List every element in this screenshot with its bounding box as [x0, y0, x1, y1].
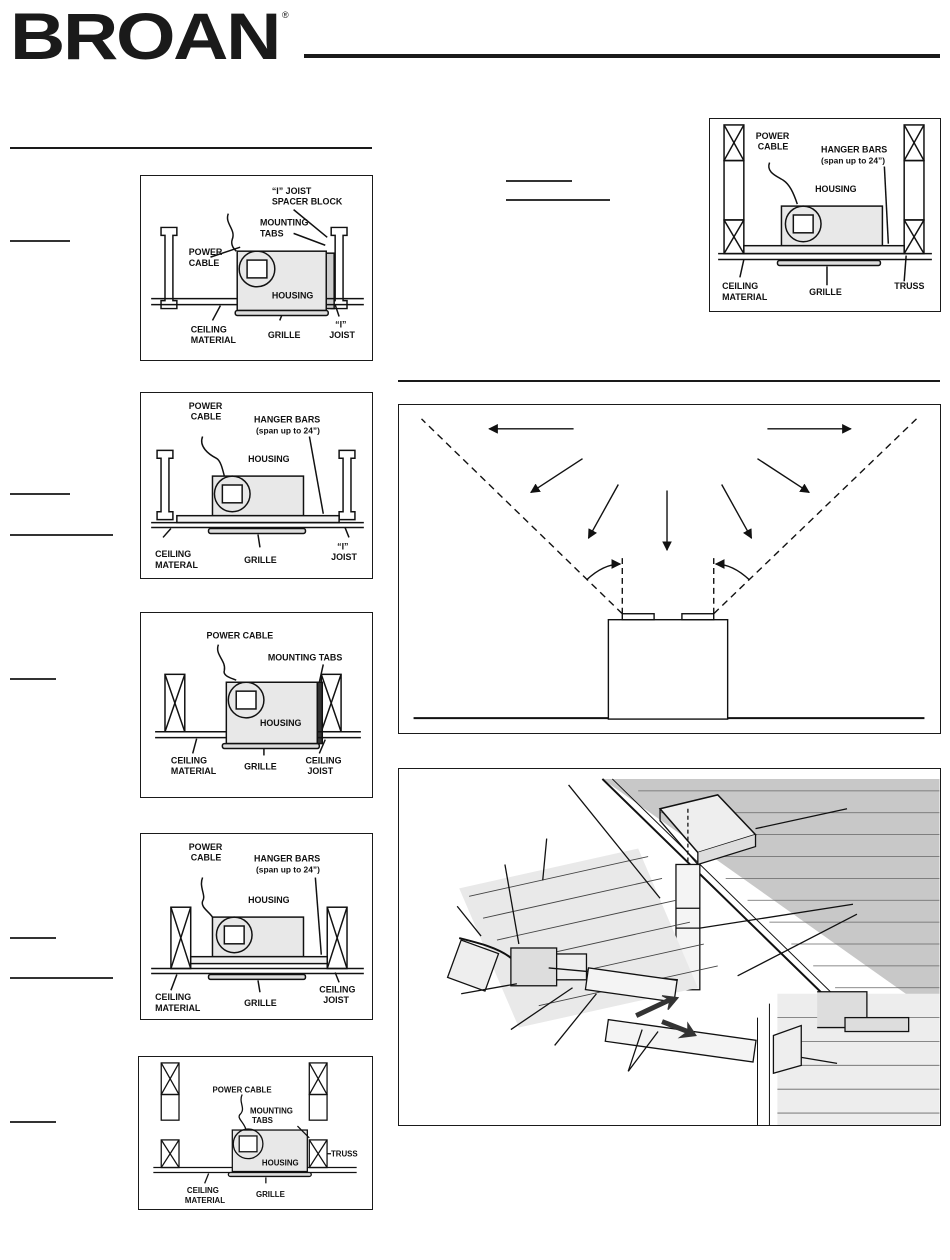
label-housing: HOUSING — [248, 454, 290, 464]
label-i-joist-1: “I” — [335, 319, 346, 329]
label-power-cable-1: POWER — [189, 401, 223, 411]
label-power-cable-1: POWER — [189, 247, 223, 257]
label-ceiling-material-1: CEILING — [722, 281, 758, 291]
header-rule — [304, 54, 940, 58]
label-power-cable-2: CABLE — [189, 258, 220, 268]
label-spacer-block-1: “I” JOIST — [272, 186, 312, 196]
label-power-cable-2: CABLE — [191, 412, 222, 422]
label-grille: GRILLE — [809, 287, 842, 297]
right-section-rule — [398, 380, 940, 382]
label-ceiling-material-2: MATERIAL — [155, 1003, 201, 1013]
label-hanger-bars-2: (span up to 24”) — [256, 426, 320, 436]
label-housing: HOUSING — [815, 184, 857, 194]
label-ceiling-material-2: MATERAL — [155, 560, 198, 570]
figure-i-joist-hanger-bars: POWER CABLE HANGER BARS (span up to 24”)… — [140, 392, 373, 579]
label-mounting-tabs: MOUNTING TABS — [268, 652, 342, 662]
label-mounting-tabs-2: TABS — [260, 228, 284, 238]
label-hanger-bars-2: (span up to 24”) — [256, 865, 320, 875]
figure-i-joist-mounting-tabs: POWER CABLE “I” JOIST SPACER BLOCK MOUNT… — [140, 175, 373, 361]
label-i-joist-1: “I” — [337, 541, 348, 551]
label-ceiling-material-1: CEILING — [171, 755, 207, 765]
figure-truss-hanger-bars: POWER CABLE HANGER BARS (span up to 24”)… — [709, 118, 941, 312]
label-ceiling-material-2: MATERIAL — [191, 335, 237, 345]
left-section-rule — [10, 147, 372, 149]
label-mounting-tabs-1: MOUNTING — [260, 217, 308, 227]
label-ceiling-joist-1: CEILING — [305, 755, 341, 765]
label-truss: TRUSS — [894, 281, 924, 291]
label-ceiling-joist-1: CEILING — [319, 984, 355, 994]
label-spacer-block-2: SPACER BLOCK — [272, 197, 343, 207]
label-power-cable: POWER CABLE — [213, 1086, 272, 1095]
underline-mark — [10, 937, 56, 939]
underline-mark — [10, 240, 70, 242]
label-ceiling-material-1: CEILING — [187, 1186, 219, 1195]
label-ceiling-joist-2: JOIST — [323, 995, 349, 1005]
label-housing: HOUSING — [272, 291, 314, 301]
label-ceiling-material-2: MATERIAL — [185, 1196, 225, 1205]
label-ceiling-material-1: CEILING — [155, 992, 191, 1002]
underline-mark — [506, 199, 610, 201]
label-housing: HOUSING — [248, 895, 290, 905]
figure-joist-hanger-bars: POWER CABLE HANGER BARS (span up to 24”)… — [140, 833, 373, 1020]
brand-logo: BROAN — [10, 0, 281, 73]
label-ceiling-material-1: CEILING — [155, 549, 191, 559]
label-power-cable-1: POWER — [189, 842, 223, 852]
label-housing: HOUSING — [260, 718, 302, 728]
label-truss: TRUSS — [331, 1150, 358, 1159]
label-hanger-bars-1: HANGER BARS — [821, 145, 887, 155]
figure-attic-vent-installation — [398, 768, 941, 1126]
label-ceiling-material-2: MATERIAL — [722, 292, 768, 302]
underline-mark — [506, 180, 572, 182]
figure-truss-mounting-tabs: POWER CABLE MOUNTING TABS HOUSING TRUSS … — [138, 1056, 373, 1210]
label-power-cable-2: CABLE — [758, 142, 789, 152]
label-hanger-bars-1: HANGER BARS — [254, 854, 320, 864]
label-housing: HOUSING — [262, 1159, 299, 1168]
underline-mark — [10, 493, 70, 495]
label-power-cable-1: POWER — [756, 131, 790, 141]
label-grille: GRILLE — [244, 555, 277, 565]
label-hanger-bars-2: (span up to 24”) — [821, 156, 885, 166]
registered-mark: ® — [282, 10, 289, 20]
label-mounting-tabs-1: MOUNTING — [250, 1106, 293, 1115]
label-hanger-bars-1: HANGER BARS — [254, 415, 320, 425]
label-ceiling-joist-2: JOIST — [307, 766, 333, 776]
underline-mark — [10, 534, 113, 536]
label-i-joist-2: JOIST — [331, 552, 357, 562]
label-power-cable: POWER CABLE — [207, 631, 274, 641]
underline-mark — [10, 977, 113, 979]
label-mounting-tabs-2: TABS — [252, 1116, 273, 1125]
figure-joist-mounting-tabs: POWER CABLE MOUNTING TABS HOUSING CEILIN… — [140, 612, 373, 798]
label-ceiling-material-2: MATERIAL — [171, 766, 217, 776]
underline-mark — [10, 678, 56, 680]
label-ceiling-material-1: CEILING — [191, 324, 227, 334]
figure-clearance-diagram — [398, 404, 941, 734]
label-grille: GRILLE — [256, 1190, 285, 1199]
label-grille: GRILLE — [244, 761, 277, 771]
underline-mark — [10, 1121, 56, 1123]
label-i-joist-2: JOIST — [329, 330, 355, 340]
label-grille: GRILLE — [268, 330, 301, 340]
label-grille: GRILLE — [244, 998, 277, 1008]
label-power-cable-2: CABLE — [191, 853, 222, 863]
